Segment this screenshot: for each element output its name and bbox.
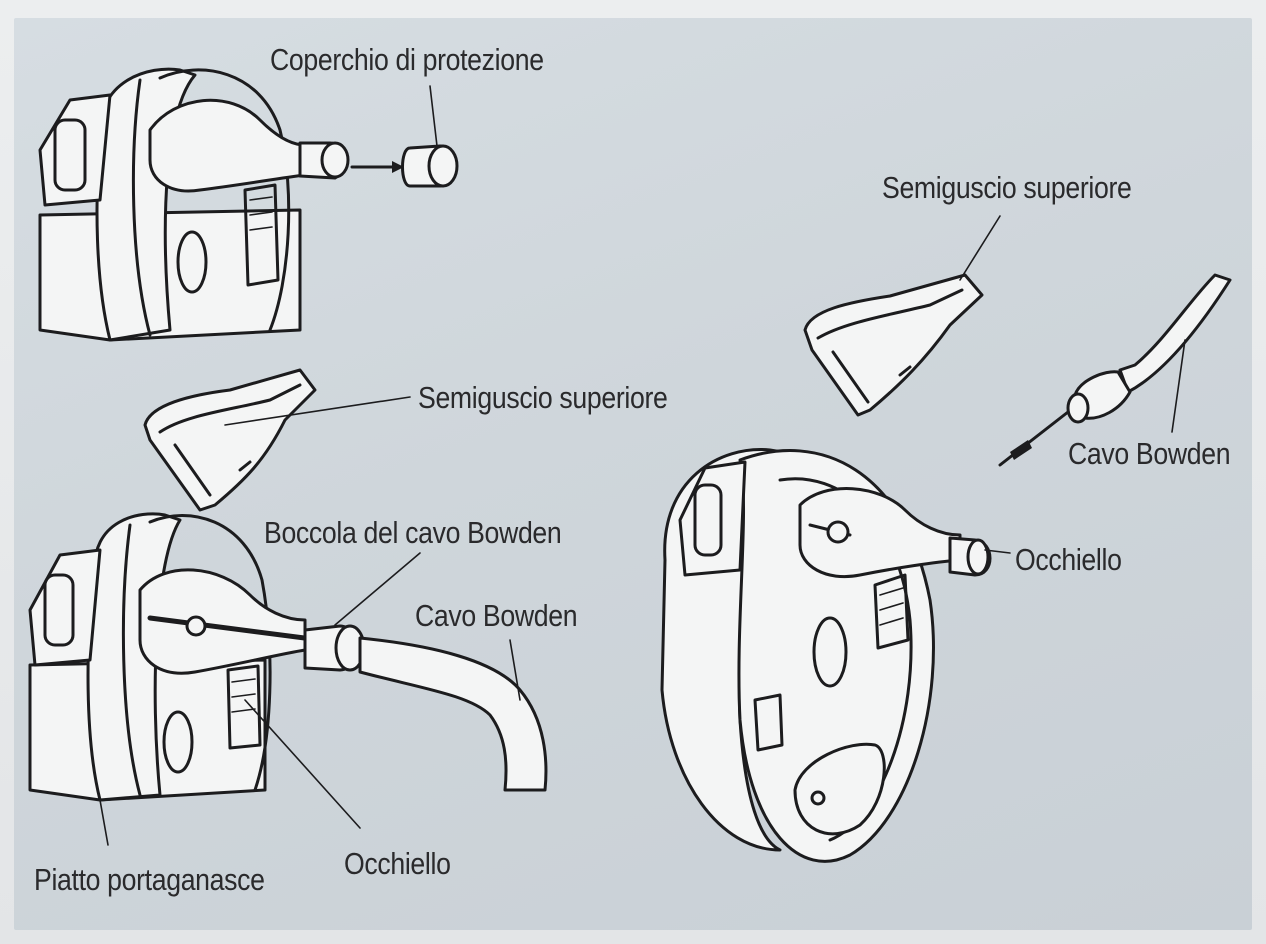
protection-cap xyxy=(350,85,459,188)
label-eyelet-right: Occhiello xyxy=(1015,542,1122,577)
brake-plate-top-left xyxy=(38,67,350,342)
label-bowden-bushing: Boccola del cavo Bowden xyxy=(264,515,562,550)
label-brake-plate: Piatto portaganasce xyxy=(34,862,265,897)
upper-half-shell-left xyxy=(143,368,411,512)
bowden-cable-right xyxy=(998,273,1232,467)
label-protection-cap: Coperchio di protezione xyxy=(270,42,544,77)
label-eyelet-left: Occhiello xyxy=(344,846,451,881)
label-upper-shell-right: Semiguscio superiore xyxy=(882,170,1132,205)
label-bowden-cable-right: Cavo Bowden xyxy=(1068,436,1231,471)
brake-plate-bottom-left xyxy=(28,512,548,846)
label-bowden-cable-left: Cavo Bowden xyxy=(415,598,578,633)
label-upper-shell-left: Semiguscio superiore xyxy=(418,380,668,415)
brake-plate-assembled-right xyxy=(660,448,1011,863)
upper-half-shell-right xyxy=(803,215,1001,417)
